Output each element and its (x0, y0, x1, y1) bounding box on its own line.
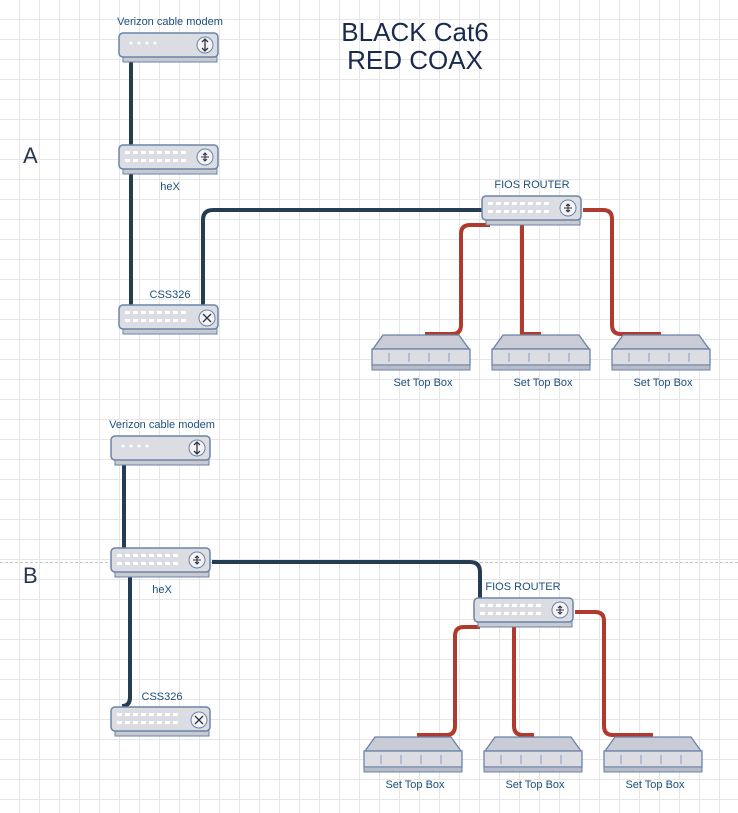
coax-router-stb3-a (583, 208, 661, 336)
stb-label-a2: Set Top Box (513, 377, 573, 389)
set-top-box-icon[interactable] (609, 333, 713, 373)
cable-modem-icon[interactable] (109, 434, 214, 467)
legend-title: BLACK Cat6 RED COAX (310, 18, 520, 74)
legend-cat6: BLACK Cat6 (341, 17, 489, 47)
stb-label-b2: Set Top Box (505, 779, 565, 791)
hex-label-b: heX (152, 584, 172, 596)
switch-label-a: CSS326 (149, 289, 191, 301)
cat6-hex-router-b (212, 560, 482, 598)
cable-modem-icon[interactable] (117, 31, 222, 64)
router-label-a: FIOS ROUTER (494, 179, 570, 191)
switch-css326-icon[interactable] (117, 303, 222, 336)
stb-label-a3: Set Top Box (633, 377, 693, 389)
coax-router-stb3-b (575, 610, 653, 737)
stb-label-a1: Set Top Box (393, 377, 453, 389)
cat6-switch-router-a (201, 208, 484, 305)
modem-label-b: Verizon cable modem (109, 419, 215, 431)
fios-router-icon[interactable] (472, 596, 577, 629)
router-label-b: FIOS ROUTER (485, 581, 561, 593)
router-hex-icon[interactable] (117, 143, 222, 176)
hex-label-a: heX (160, 181, 180, 193)
section-label-a: A (23, 143, 38, 168)
legend-coax: RED COAX (347, 45, 483, 75)
coax-router-stb2-a (520, 225, 541, 336)
modem-label-a: Verizon cable modem (117, 16, 223, 28)
coax-router-stb1-a (425, 223, 490, 336)
stb-label-b1: Set Top Box (385, 779, 445, 791)
coax-router-stb1-b (417, 625, 480, 737)
set-top-box-icon[interactable] (601, 735, 705, 775)
switch-css326-icon[interactable] (109, 705, 214, 738)
set-top-box-icon[interactable] (361, 735, 465, 775)
coax-router-stb2-b (512, 627, 534, 737)
set-top-box-icon[interactable] (489, 333, 593, 373)
section-label-b: B (23, 563, 38, 588)
fios-router-icon[interactable] (480, 194, 585, 227)
switch-label-b: CSS326 (141, 691, 183, 703)
stb-label-b3: Set Top Box (625, 779, 685, 791)
router-hex-icon[interactable] (109, 546, 214, 579)
set-top-box-icon[interactable] (481, 735, 585, 775)
cat6-hex-switch-b (121, 575, 132, 708)
set-top-box-icon[interactable] (369, 333, 473, 373)
